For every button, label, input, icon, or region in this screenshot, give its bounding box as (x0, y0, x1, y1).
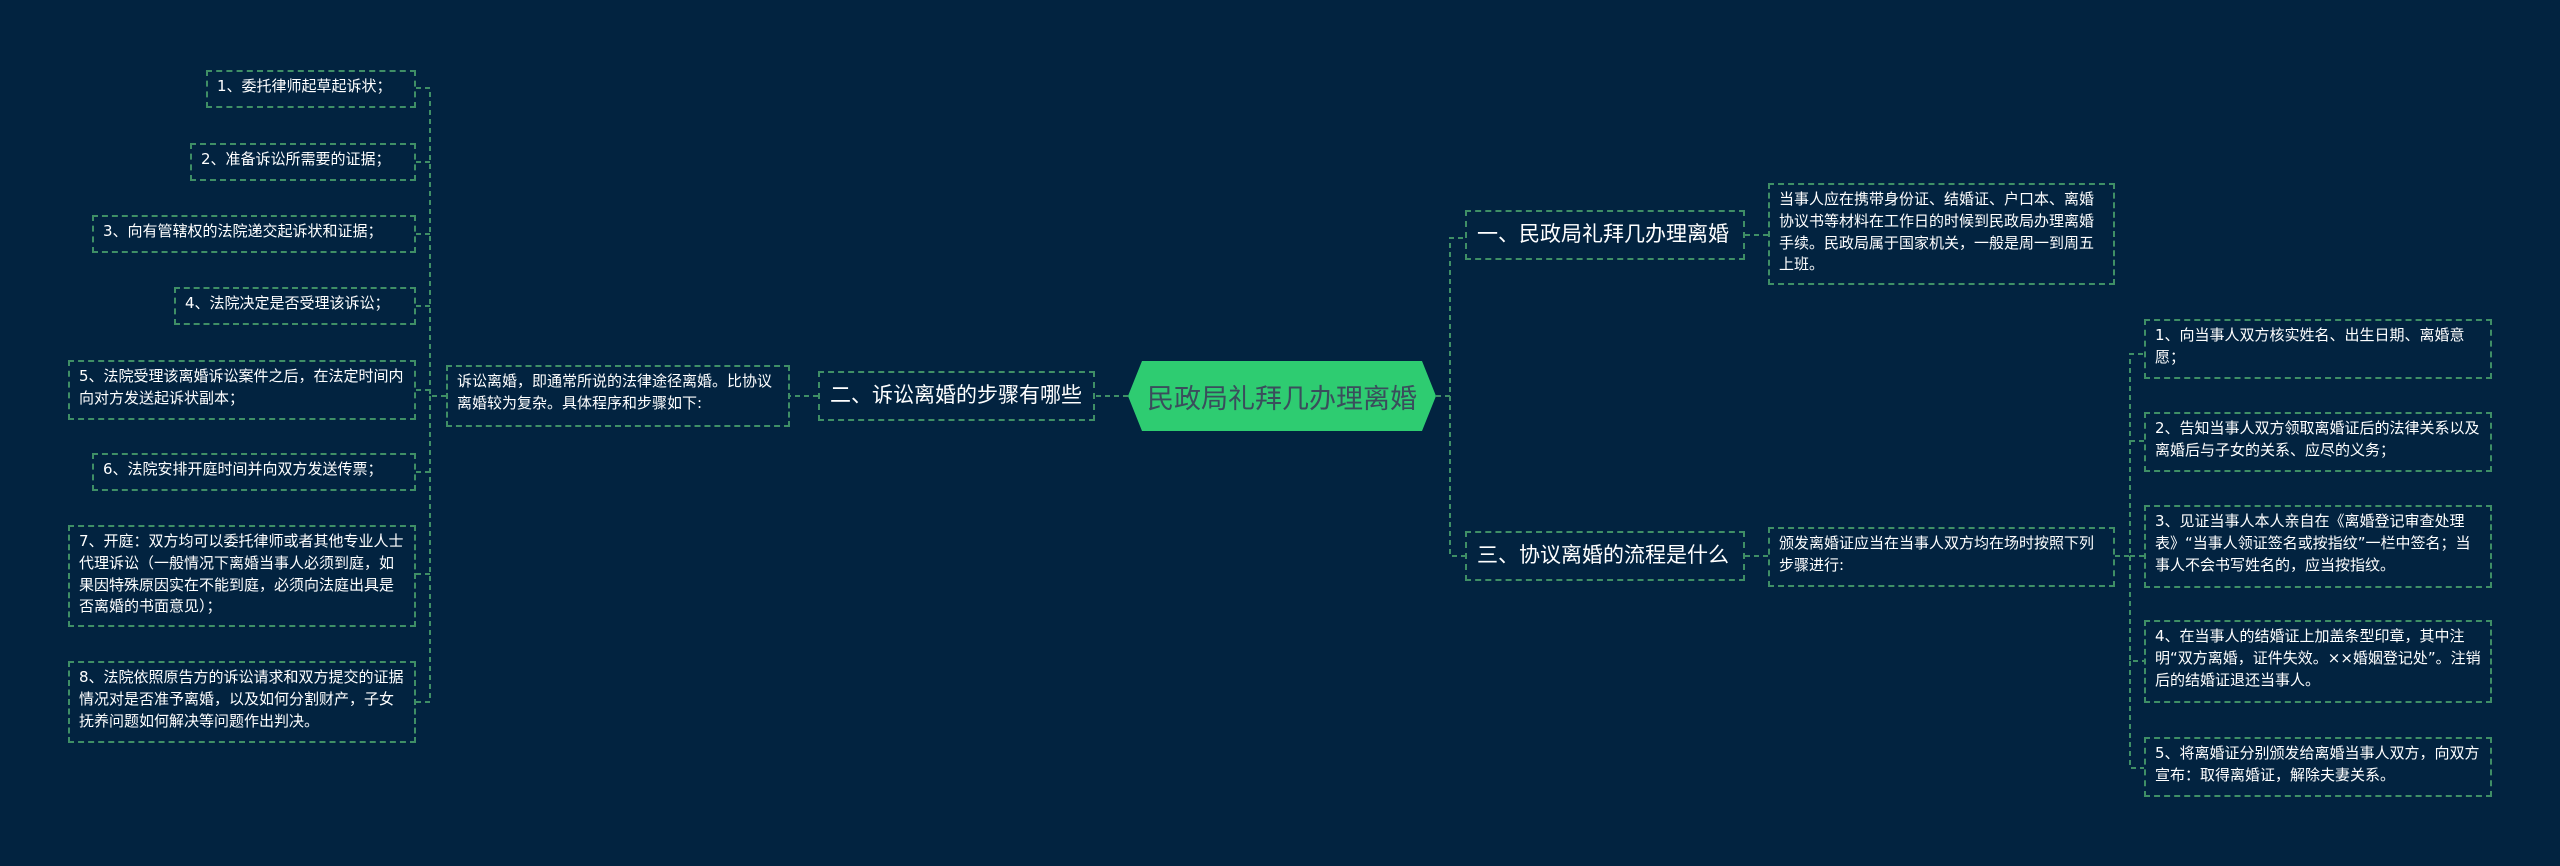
branch-3-step-3[interactable]: 3、见证当事人本人亲自在《离婚登记审查处理表》“当事人领证签名或按指纹”一栏中签… (2144, 505, 2492, 588)
branch-1-detail-text: 当事人应在携带身份证、结婚证、户口本、离婚协议书等材料在工作日的时候到民政局办理… (1779, 190, 2095, 274)
branch-2-label: 二、诉讼离婚的步骤有哪些 (830, 383, 1082, 407)
branch-2-step-7[interactable]: 7、开庭：双方均可以委托律师或者其他专业人士代理诉讼（一般情况下离婚当事人必须到… (68, 525, 416, 627)
branch-3-step-1[interactable]: 1、向当事人双方核实姓名、出生日期、离婚意愿； (2144, 319, 2492, 379)
branch-3-step-5-text: 5、将离婚证分别颁发给离婚当事人双方，向双方宣布：取得离婚证，解除夫妻关系。 (2155, 744, 2480, 784)
branch-2-step-8-text: 8、法院依照原告方的诉讼请求和双方提交的证据情况对是否准予离婚，以及如何分割财产… (79, 668, 404, 730)
branch-3-step-2-text: 2、告知当事人双方领取离婚证后的法律关系以及离婚后与子女的关系、应尽的义务； (2155, 419, 2480, 459)
branch-2-step-7-text: 7、开庭：双方均可以委托律师或者其他专业人士代理诉讼（一般情况下离婚当事人必须到… (79, 532, 404, 616)
branch-2-step-1[interactable]: 1、委托律师起草起诉状； (206, 70, 416, 108)
branch-2-detail-text: 诉讼离婚，即通常所说的法律途径离婚。比协议离婚较为复杂。具体程序和步骤如下: (457, 372, 773, 412)
root-topic-label: 民政局礼拜几办理离婚 (1147, 383, 1417, 415)
branch-1-label: 一、民政局礼拜几办理离婚 (1477, 222, 1729, 246)
branch-2-step-6-text: 6、法院安排开庭时间并向双方发送传票； (103, 460, 383, 478)
branch-3-label: 三、协议离婚的流程是什么 (1477, 543, 1729, 567)
branch-2-step-2-text: 2、准备诉讼所需要的证据； (201, 150, 391, 168)
branch-2-step-1-text: 1、委托律师起草起诉状； (217, 77, 392, 95)
branch-2-step-8[interactable]: 8、法院依照原告方的诉讼请求和双方提交的证据情况对是否准予离婚，以及如何分割财产… (68, 661, 416, 743)
branch-3-step-4[interactable]: 4、在当事人的结婚证上加盖条型印章，其中注明“双方离婚，证件失效。××婚姻登记处… (2144, 620, 2492, 703)
branch-3-detail[interactable]: 颁发离婚证应当在当事人双方均在场时按照下列步骤进行: (1768, 527, 2115, 587)
branch-2-step-4-text: 4、法院决定是否受理该诉讼； (185, 294, 390, 312)
branch-2-step-2[interactable]: 2、准备诉讼所需要的证据； (190, 143, 416, 181)
branch-3-step-1-text: 1、向当事人双方核实姓名、出生日期、离婚意愿； (2155, 326, 2465, 366)
root-topic[interactable]: 民政局礼拜几办理离婚 (1128, 361, 1436, 431)
branch-3-step-2[interactable]: 2、告知当事人双方领取离婚证后的法律关系以及离婚后与子女的关系、应尽的义务； (2144, 412, 2492, 472)
branch-2-step-4[interactable]: 4、法院决定是否受理该诉讼； (174, 287, 416, 325)
branch-1-topic[interactable]: 一、民政局礼拜几办理离婚 (1465, 210, 1745, 260)
branch-3-step-4-text: 4、在当事人的结婚证上加盖条型印章，其中注明“双方离婚，证件失效。××婚姻登记处… (2155, 627, 2481, 689)
branch-3-step-3-text: 3、见证当事人本人亲自在《离婚登记审查处理表》“当事人领证签名或按指纹”一栏中签… (2155, 512, 2471, 574)
branch-2-detail[interactable]: 诉讼离婚，即通常所说的法律途径离婚。比协议离婚较为复杂。具体程序和步骤如下: (446, 365, 790, 427)
branch-2-step-5-text: 5、法院受理该离婚诉讼案件之后，在法定时间内向对方发送起诉状副本； (79, 367, 404, 407)
branch-2-topic[interactable]: 二、诉讼离婚的步骤有哪些 (818, 371, 1095, 421)
branch-3-detail-text: 颁发离婚证应当在当事人双方均在场时按照下列步骤进行: (1779, 534, 2095, 574)
branch-2-step-3[interactable]: 3、向有管辖权的法院递交起诉状和证据； (92, 215, 416, 253)
branch-1-detail[interactable]: 当事人应在携带身份证、结婚证、户口本、离婚协议书等材料在工作日的时候到民政局办理… (1768, 183, 2115, 285)
branch-3-topic[interactable]: 三、协议离婚的流程是什么 (1465, 531, 1745, 581)
branch-2-step-6[interactable]: 6、法院安排开庭时间并向双方发送传票； (92, 453, 416, 491)
branch-2-step-5[interactable]: 5、法院受理该离婚诉讼案件之后，在法定时间内向对方发送起诉状副本； (68, 360, 416, 420)
branch-3-step-5[interactable]: 5、将离婚证分别颁发给离婚当事人双方，向双方宣布：取得离婚证，解除夫妻关系。 (2144, 737, 2492, 797)
branch-2-step-3-text: 3、向有管辖权的法院递交起诉状和证据； (103, 222, 383, 240)
